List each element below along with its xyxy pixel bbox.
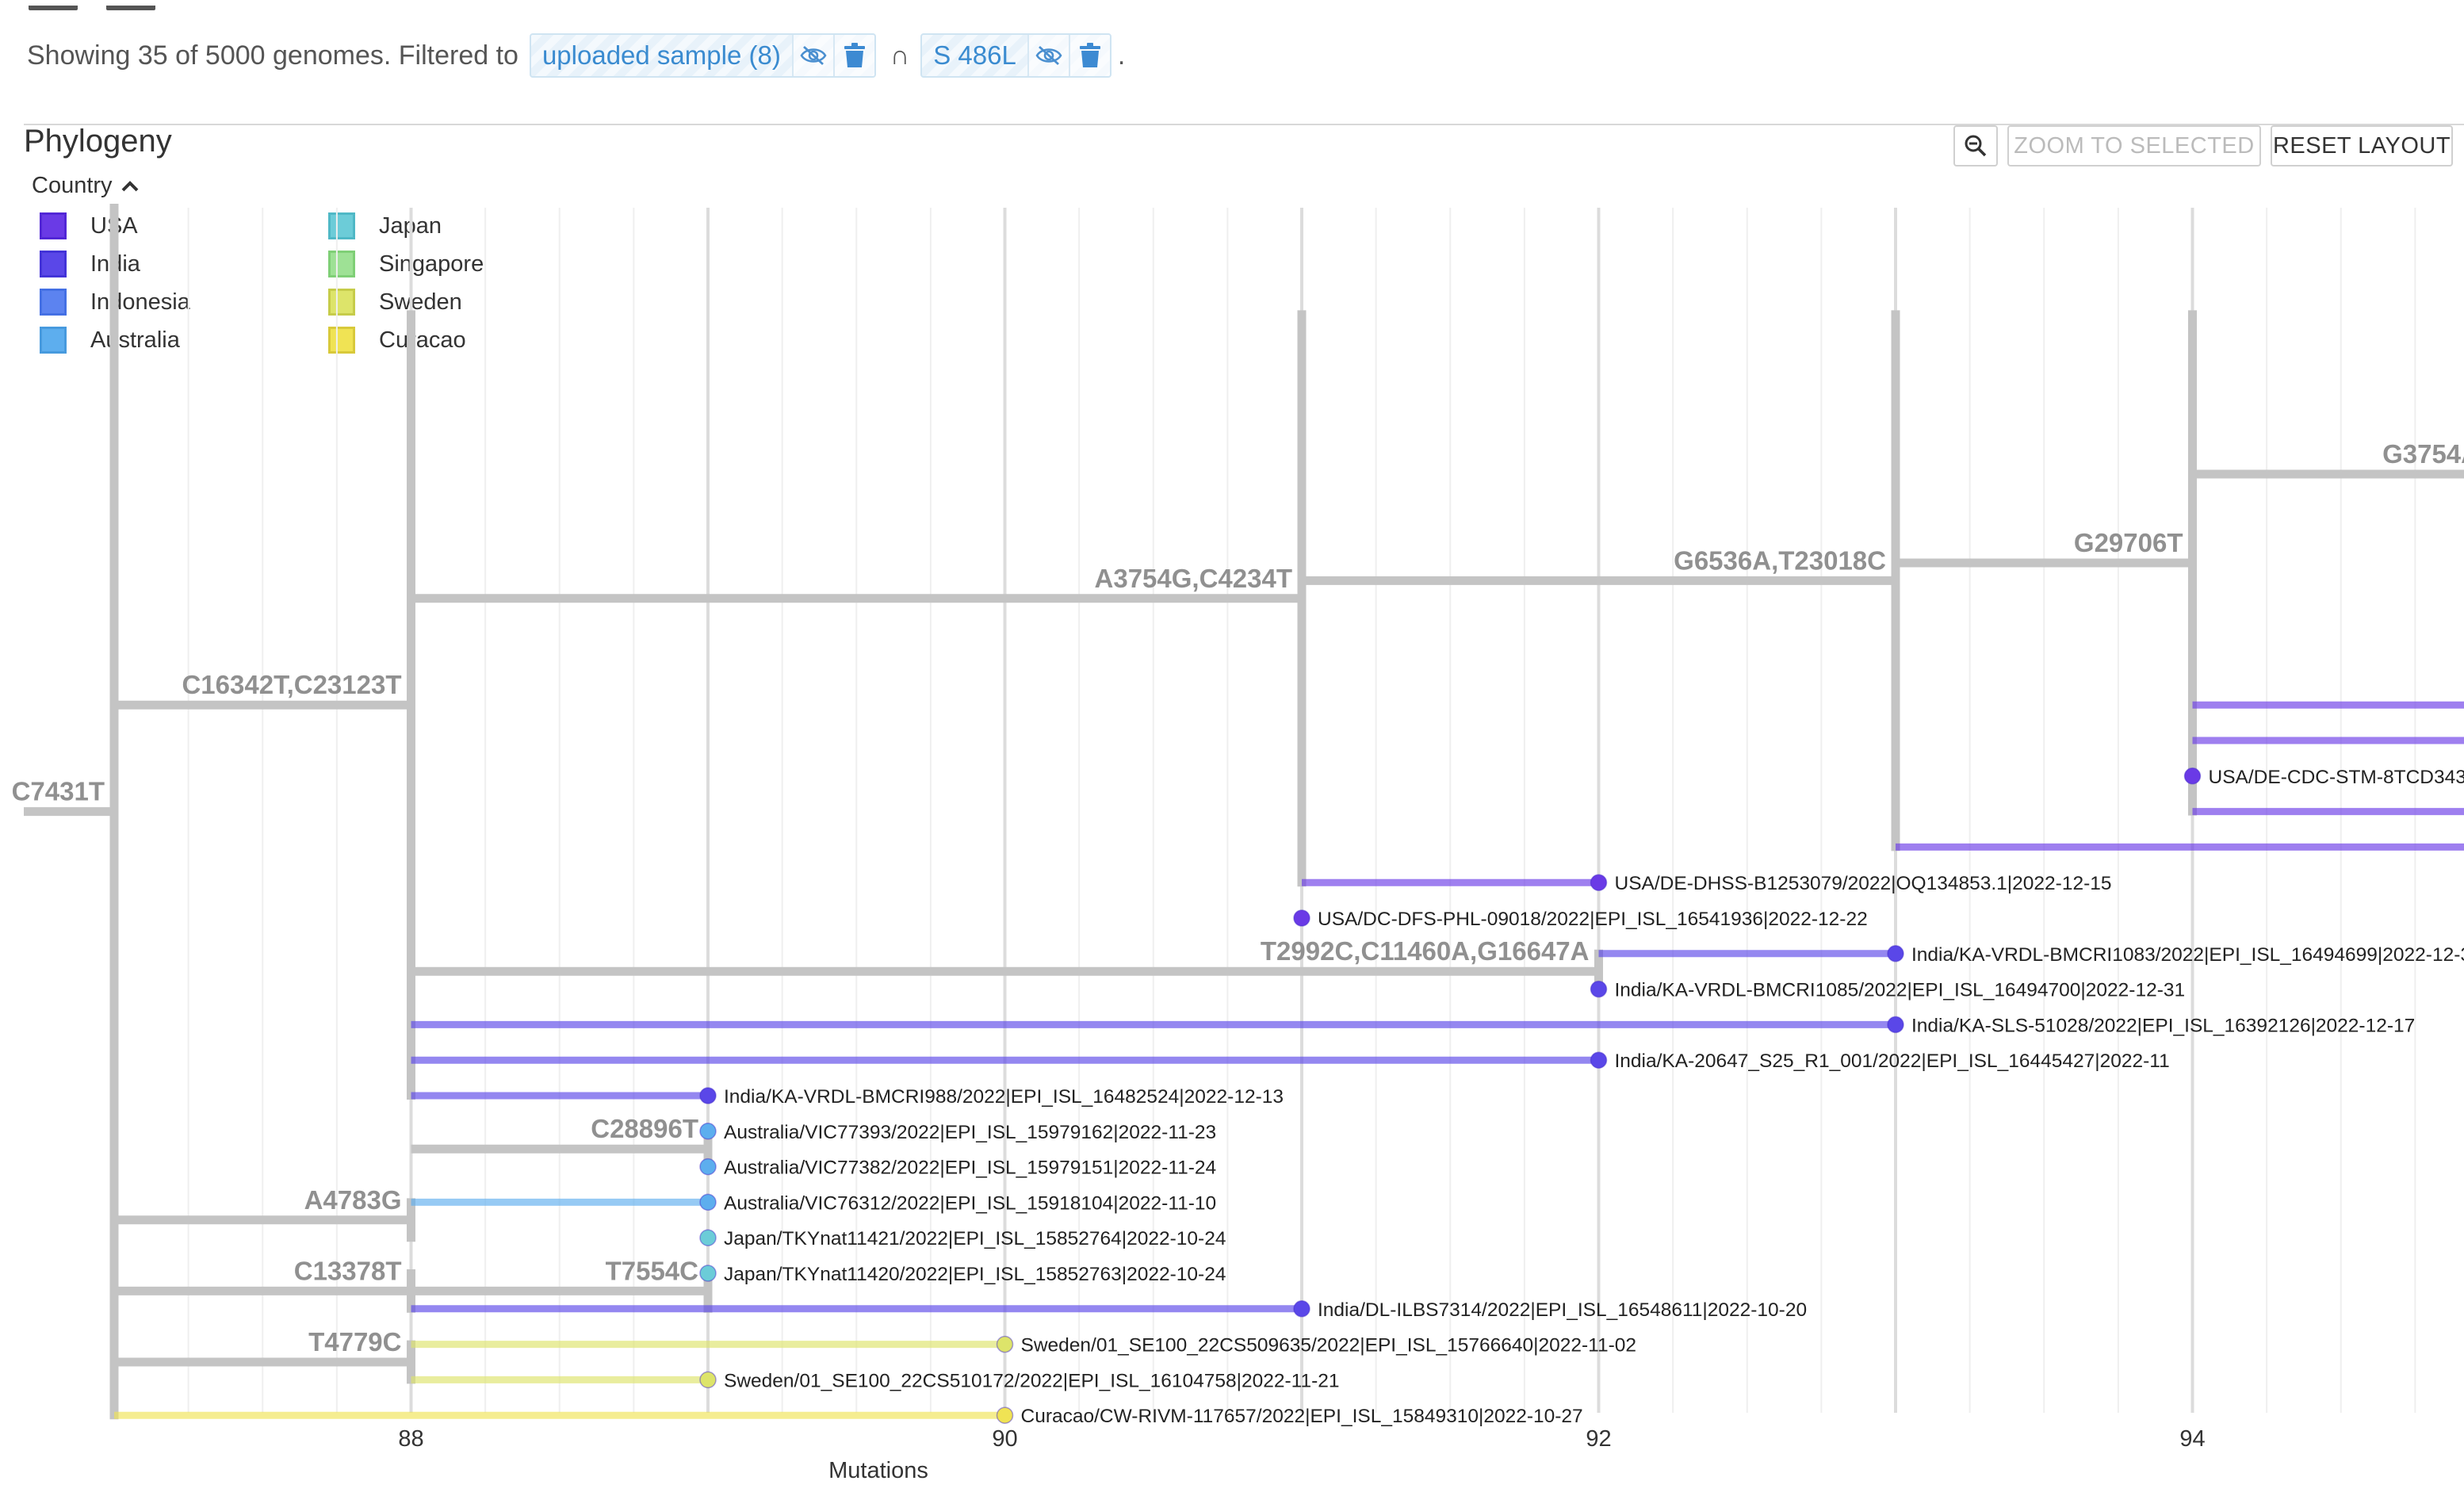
panel-title: Phylogeny [24, 124, 172, 159]
tip-label[interactable]: Sweden/01_SE100_22CS509635/2022|EPI_ISL_… [1021, 1335, 1637, 1357]
trash-icon [844, 43, 865, 67]
filter-summary-text: Showing 35 of 5000 genomes. Filtered to [27, 40, 518, 71]
filter-chip-s486l[interactable]: S 486L [920, 33, 1111, 78]
axis-label: Mutations [828, 1458, 928, 1483]
legend-item-singapore[interactable]: Singapore [328, 251, 484, 277]
branch-label: G29706T [2074, 528, 2183, 557]
tip-node[interactable] [996, 1406, 1014, 1424]
axis-tick-label: 88 [398, 1426, 423, 1452]
legend-swatch [328, 251, 355, 277]
branch-label: A4783G [304, 1185, 402, 1215]
tip-label[interactable]: Sweden/01_SE100_22CS510172/2022|EPI_ISL_… [724, 1370, 1340, 1391]
intersect-symbol: ∩ [890, 40, 910, 71]
tip-node[interactable] [996, 1335, 1014, 1353]
tip-label[interactable]: USA/DC-DFS-PHL-09018/2022|EPI_ISL_165419… [1318, 909, 1868, 930]
branch-label: T2992C,C11460A,G16647A [1261, 936, 1590, 966]
branch-label: T4779C [308, 1327, 401, 1357]
zoom-out-icon [1965, 135, 1987, 157]
tip-node[interactable] [1590, 980, 1608, 998]
tip-label[interactable]: Australia/VIC76312/2022|EPI_ISL_15918104… [724, 1192, 1216, 1214]
tip-label[interactable]: India/KA-VRDL-BMCRI1085/2022|EPI_ISL_164… [1615, 980, 2186, 1001]
legend-swatch [328, 327, 355, 354]
tip-node[interactable] [699, 1265, 717, 1282]
zoom-to-selected-button[interactable]: ZOOM TO SELECTED [2007, 125, 2261, 166]
tip-label[interactable]: Japan/TKYnat11420/2022|EPI_ISL_15852763|… [724, 1264, 1226, 1285]
filter-chip-label: S 486L [933, 40, 1016, 70]
filter-chip-uploaded-sample[interactable]: uploaded sample (8) [529, 33, 876, 78]
delete-filter-button[interactable] [1068, 35, 1110, 76]
eye-slash-icon [800, 45, 827, 66]
tip-node[interactable] [1293, 1300, 1310, 1318]
truncated-header [29, 0, 184, 10]
tip-node[interactable] [699, 1087, 717, 1104]
legend-label: Australia [90, 327, 180, 353]
legend-item-sweden[interactable]: Sweden [328, 289, 462, 316]
branch-label: A3754G,C4234T [1095, 564, 1292, 593]
tip-label[interactable]: India/KA-VRDL-BMCRI1083/2022|EPI_ISL_164… [1911, 944, 2464, 966]
legend-swatch [40, 212, 67, 239]
tip-node[interactable] [1887, 1016, 1904, 1034]
branch-label: C28896T [591, 1114, 698, 1143]
reset-layout-button[interactable]: RESET LAYOUT [2271, 125, 2453, 166]
legend-item-australia[interactable]: Australia [40, 327, 180, 354]
filter-summary-bar: Showing 35 of 5000 genomes. Filtered to … [27, 33, 1125, 78]
tip-label[interactable]: India/DL-ILBS7314/2022|EPI_ISL_16548611|… [1318, 1299, 1807, 1321]
tip-node[interactable] [699, 1229, 717, 1246]
legend-item-curacao[interactable]: Curacao [328, 327, 466, 354]
tip-node[interactable] [1590, 1051, 1608, 1069]
legend-swatch [40, 327, 67, 354]
tip-label[interactable]: India/KA-VRDL-BMCRI988/2022|EPI_ISL_1648… [724, 1086, 1284, 1108]
hide-filter-button[interactable] [791, 35, 833, 76]
tip-node[interactable] [699, 1158, 717, 1176]
legend-toggle[interactable]: Country [32, 173, 140, 199]
legend-swatch [40, 251, 67, 277]
axis-tick-label: 90 [992, 1426, 1017, 1452]
zoom-out-button[interactable] [1953, 125, 1998, 166]
tip-label[interactable]: India/KA-SLS-51028/2022|EPI_ISL_16392126… [1911, 1015, 2415, 1036]
tip-label[interactable]: USA/DE-DHSS-B1253079/2022|OQ134853.1|202… [1615, 873, 2112, 894]
legend-swatch [328, 212, 355, 239]
tip-label[interactable]: Curacao/CW-RIVM-117657/2022|EPI_ISL_1584… [1021, 1406, 1583, 1427]
axis-tick-label: 94 [2179, 1426, 2205, 1452]
legend-item-indonesia[interactable]: Indonesia [40, 289, 190, 316]
section-divider [24, 124, 2464, 125]
legend-title: Country [32, 173, 113, 198]
chevron-up-icon [121, 180, 138, 191]
tip-node[interactable] [699, 1123, 717, 1140]
legend-label: Sweden [379, 289, 462, 315]
tip-node[interactable] [699, 1193, 717, 1211]
delete-filter-button[interactable] [832, 35, 874, 76]
filter-chip-label: uploaded sample (8) [541, 40, 781, 70]
tip-label[interactable]: USA/DE-CDC-STM-8TCD343XE/2022|OQ236751.1… [2209, 767, 2464, 788]
tip-label[interactable]: India/KA-20647_S25_R1_001/2022|EPI_ISL_1… [1615, 1050, 2170, 1072]
hide-filter-button[interactable] [1027, 35, 1069, 76]
branch-label: T7554C [606, 1256, 698, 1285]
legend-swatch [40, 289, 67, 316]
legend-label: Singapore [379, 251, 484, 277]
axis-tick-label: 92 [1586, 1426, 1611, 1452]
branch-label: C7431T [12, 777, 105, 806]
eye-slash-icon [1035, 45, 1062, 66]
legend-swatch [328, 289, 355, 316]
legend-label: Indonesia [90, 289, 190, 315]
trash-icon [1079, 43, 1100, 67]
filter-end-punctuation: . [1117, 40, 1126, 71]
tip-label[interactable]: Japan/TKYnat11421/2022|EPI_ISL_15852764|… [724, 1228, 1226, 1249]
tip-label[interactable]: Australia/VIC77382/2022|EPI_ISL_15979151… [724, 1158, 1216, 1179]
tip-node[interactable] [699, 1371, 717, 1389]
tip-node[interactable] [2183, 767, 2202, 785]
tip-node[interactable] [1590, 874, 1608, 891]
tip-label[interactable]: Australia/VIC77393/2022|EPI_ISL_15979162… [724, 1122, 1216, 1143]
branch-label: C13378T [294, 1256, 402, 1285]
branch-label: C16342T,C23123T [182, 670, 401, 699]
tip-node[interactable] [1887, 945, 1904, 962]
branch-label: G6536A,T23018C [1674, 545, 1886, 575]
legend-label: Curacao [379, 327, 466, 353]
tip-node[interactable] [1293, 909, 1310, 927]
